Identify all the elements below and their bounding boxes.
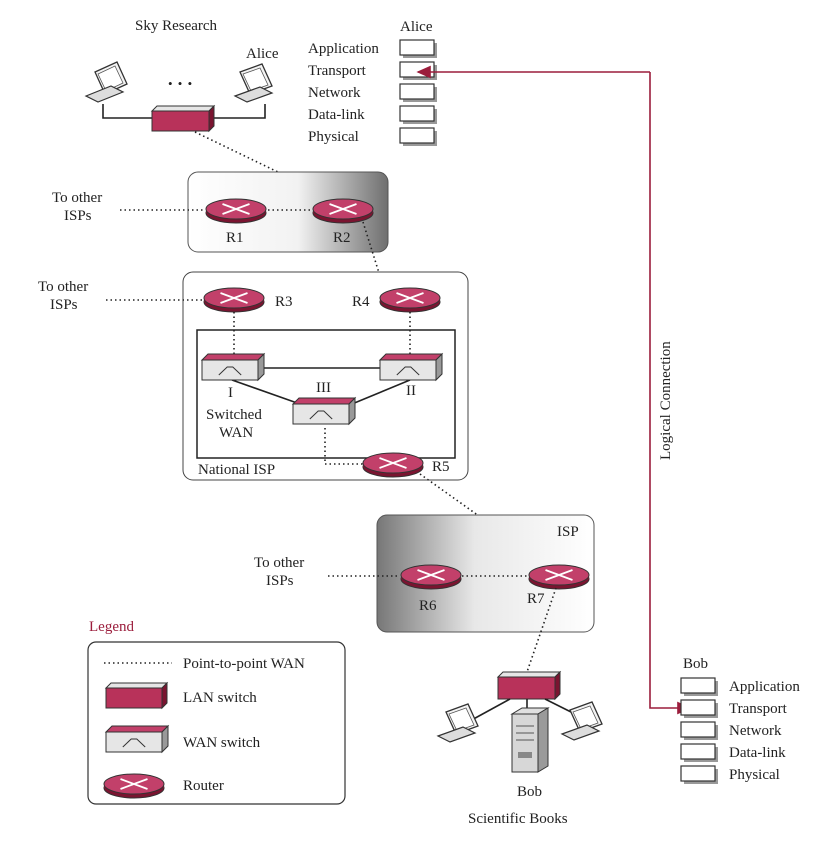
laptop-icon: [84, 61, 128, 103]
router-label-r4: R4: [352, 294, 370, 310]
laptop-icon: [436, 703, 479, 743]
legend-lan-switch-icon: [104, 681, 169, 710]
alice-host-label: Alice: [246, 46, 279, 62]
bob-stack-title: Bob: [683, 656, 708, 672]
wan-switch-label-ii: II: [406, 383, 416, 399]
to-other-isps-1: To other: [52, 190, 102, 206]
stack-layer-application: Application: [308, 41, 379, 57]
wan-switch-icon-i: [200, 352, 266, 382]
router-label-r2: R2: [333, 230, 351, 246]
router-label-r3: R3: [275, 294, 293, 310]
stack-layer-transport: Transport: [729, 701, 788, 717]
bob-protocol-stack: ApplicationTransportNetworkData-linkPhys…: [680, 677, 800, 784]
lan-link: [212, 104, 266, 119]
legend-router-icon: [103, 773, 165, 799]
legend-item-p2p: Point-to-point WAN: [183, 656, 305, 672]
p2p-link: [324, 428, 365, 465]
stack-layer-data-link: Data-link: [308, 107, 365, 123]
stack-layer-data-link: Data-link: [729, 745, 786, 761]
stack-layer-transport: Transport: [308, 63, 367, 79]
lan-link: [102, 104, 152, 119]
stack-layer-network: Network: [308, 85, 361, 101]
sky-research-label: Sky Research: [135, 18, 218, 34]
logical-connection-label: Logical Connection: [658, 341, 674, 460]
to-other-isps-1-line2: ISPs: [64, 208, 92, 224]
regional-isp-box: [187, 171, 389, 253]
to-other-isps-2: To other: [38, 279, 88, 295]
wan-link: [231, 379, 301, 405]
layer-box: [399, 61, 435, 78]
legend-item-lan-switch: LAN switch: [183, 690, 257, 706]
switched-wan-label-2: WAN: [219, 425, 253, 441]
router-icon-r7: [528, 564, 590, 590]
ellipsis: • • •: [168, 76, 193, 91]
legend-item-wan-switch: WAN switch: [183, 735, 261, 751]
server-icon: [510, 707, 550, 773]
router-label-r7: R7: [527, 591, 545, 607]
laptop-icon-alice: [233, 63, 274, 103]
to-other-isps-2-line2: ISPs: [50, 297, 78, 313]
legend-item-router: Router: [183, 778, 224, 794]
router-icon-r3: [203, 287, 265, 313]
legend-wan-switch-icon: [104, 724, 170, 754]
local-isp-box: [376, 514, 595, 633]
to-other-isps-3: To other: [254, 555, 304, 571]
wan-switch-label-iii: III: [316, 380, 331, 396]
layer-box: [680, 699, 716, 716]
switched-wan-box: [196, 329, 456, 459]
lan-switch-icon: [496, 670, 562, 701]
national-isp-box: [182, 271, 469, 481]
national-isp-label: National ISP: [198, 462, 275, 478]
alice-protocol-stack: ApplicationTransportNetworkData-linkPhys…: [308, 39, 437, 146]
isp-label: ISP: [557, 524, 579, 540]
to-other-isps-3-line2: ISPs: [266, 573, 294, 589]
stack-layer-physical: Physical: [729, 767, 780, 783]
legend-title: Legend: [89, 619, 134, 635]
p2p-link: [362, 221, 386, 293]
laptop-icon: [560, 701, 603, 741]
router-icon-r6: [400, 564, 462, 590]
wan-switch-icon-ii: [378, 352, 444, 382]
switched-wan-label: Switched: [206, 407, 262, 423]
router-icon-r4: [379, 287, 441, 313]
lan-switch-icon: [150, 104, 216, 133]
router-icon-r1: [205, 198, 267, 224]
scientific-books-label: Scientific Books: [468, 811, 568, 827]
layer-box: [680, 743, 716, 760]
layer-box: [680, 721, 716, 738]
layer-box: [680, 677, 716, 694]
router-label-r5: R5: [432, 459, 450, 475]
wan-switch-label-i: I: [228, 385, 233, 401]
router-icon-r5: [362, 452, 424, 478]
p2p-link: [526, 587, 557, 673]
router-icon-r2: [312, 198, 374, 224]
layer-box: [399, 127, 435, 144]
logical-connection-line: [649, 72, 692, 715]
wan-link: [351, 379, 411, 405]
layer-box: [399, 83, 435, 100]
wan-switch-icon-iii: [291, 396, 357, 426]
bob-host-label: Bob: [517, 784, 542, 800]
router-label-r6: R6: [419, 598, 437, 614]
stack-layer-physical: Physical: [308, 129, 359, 145]
layer-box: [680, 765, 716, 782]
stack-layer-application: Application: [729, 679, 800, 695]
layer-box: [399, 105, 435, 122]
layer-box: [399, 39, 435, 56]
router-label-r1: R1: [226, 230, 244, 246]
alice-stack-title: Alice: [400, 19, 433, 35]
stack-layer-network: Network: [729, 723, 782, 739]
